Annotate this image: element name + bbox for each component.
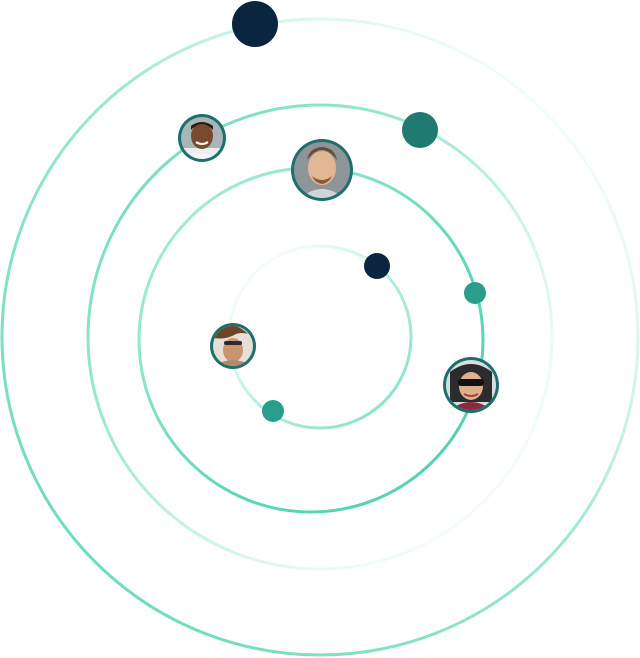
- orbit-ring-second: [86, 103, 554, 571]
- dot-teal-right: [464, 282, 486, 304]
- avatar-man-top-left[interactable]: [178, 114, 226, 162]
- dot-navy-large: [232, 1, 278, 47]
- orbit-ring-outer: [0, 17, 640, 657]
- orbit-ring-third: [137, 166, 485, 514]
- person-avatar-icon: [213, 326, 253, 366]
- dot-dark-teal: [402, 112, 438, 148]
- dot-navy-small: [364, 253, 390, 279]
- avatar-woman-sunglasses-right[interactable]: [443, 357, 499, 413]
- person-avatar-icon: [446, 360, 496, 410]
- dot-teal-bottom: [262, 400, 284, 422]
- avatar-woman-left[interactable]: [210, 323, 256, 369]
- avatar-man-top-center[interactable]: [291, 139, 353, 201]
